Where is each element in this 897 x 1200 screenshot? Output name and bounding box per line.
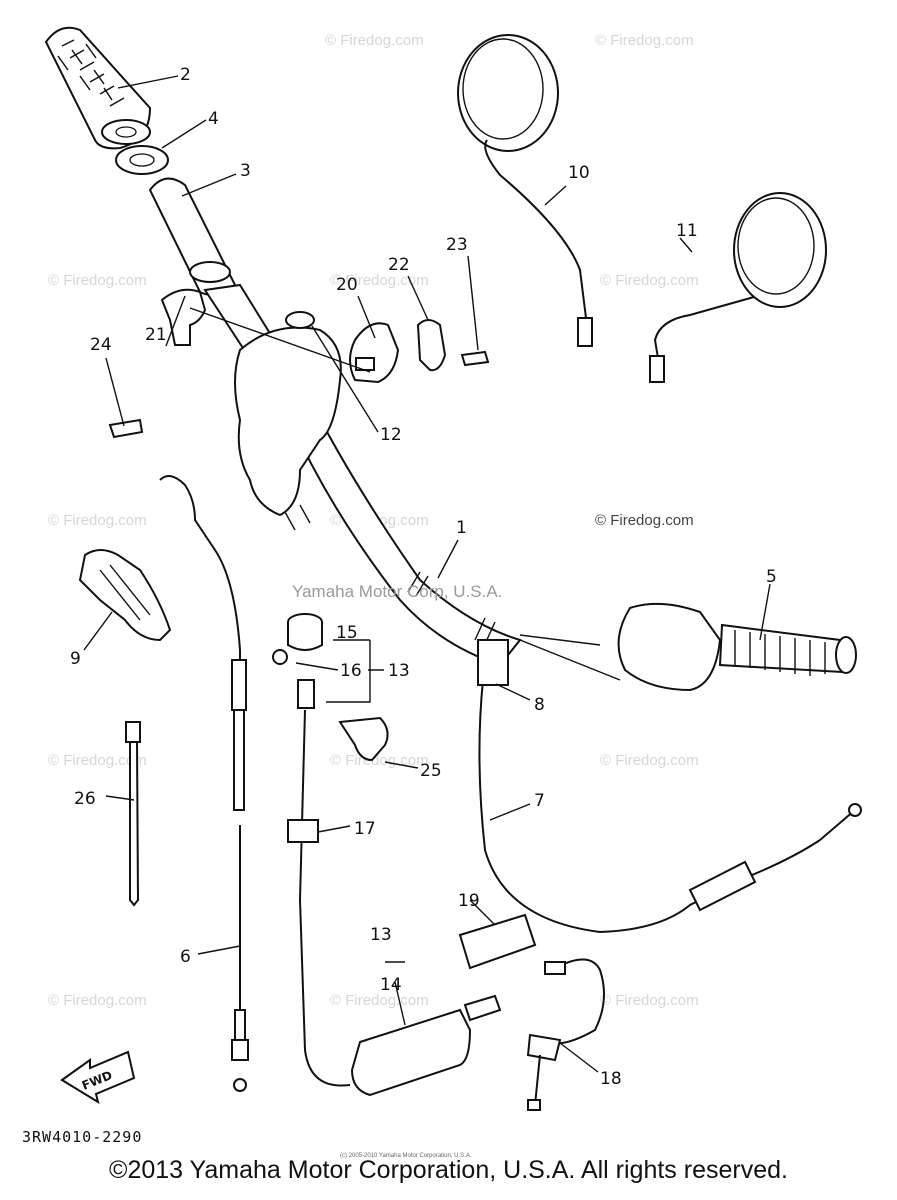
mirrors <box>457 34 827 383</box>
callout-25: 25 <box>420 761 442 781</box>
callout-1: 1 <box>456 518 467 538</box>
callout-3: 3 <box>240 161 251 181</box>
callout-7: 7 <box>534 791 545 811</box>
copyright-notice: ©2013 Yamaha Motor Corporation, U.S.A. A… <box>109 1156 788 1184</box>
callout-15: 15 <box>336 623 358 643</box>
right-control <box>78 549 172 642</box>
watermark: © Firedog.com <box>600 272 699 289</box>
watermark: © Firedog.com <box>325 32 424 49</box>
callouts: 1 2 3 4 5 6 7 8 9 10 11 12 13 13 14 15 1… <box>70 65 777 1089</box>
callout-26: 26 <box>74 789 96 809</box>
watermark: © Firedog.com <box>330 992 429 1009</box>
choke-cable <box>272 613 502 1097</box>
callout-18: 18 <box>600 1069 622 1089</box>
switch-wire <box>458 913 605 1111</box>
left-grip <box>44 26 152 150</box>
tiny-copyright: (c) 2005-2010 Yamaha Motor Corporation, … <box>340 1153 472 1159</box>
callout-17: 17 <box>354 819 376 839</box>
callout-5: 5 <box>766 567 777 587</box>
left-switch <box>234 311 342 531</box>
forward-arrow: FWD <box>60 1050 136 1105</box>
callout-12: 12 <box>380 425 402 445</box>
callout-11: 11 <box>676 221 698 241</box>
diagram-code: 3RW4010-2290 <box>22 1128 143 1146</box>
clutch-cable <box>477 639 862 934</box>
callout-23: 23 <box>446 235 468 255</box>
callout-14: 14 <box>380 975 402 995</box>
watermark-dark: © Firedog.com <box>595 512 694 529</box>
callout-13: 13 <box>388 661 410 681</box>
watermark: © Firedog.com <box>600 992 699 1009</box>
watermark: © Firedog.com <box>595 32 694 49</box>
callout-20: 20 <box>336 275 358 295</box>
watermark: © Firedog.com <box>48 272 147 289</box>
center-watermark: Yamaha Motor Corp, U.S.A. <box>292 582 503 601</box>
callout-21: 21 <box>145 325 167 345</box>
watermark: © Firedog.com <box>330 272 429 289</box>
watermark: © Firedog.com <box>48 512 147 529</box>
watermark: © Firedog.com <box>48 992 147 1009</box>
callout-19: 19 <box>458 891 480 911</box>
callout-6: 6 <box>180 947 191 967</box>
watermark: © Firedog.com <box>600 752 699 769</box>
throttle-cable <box>159 475 249 1092</box>
callout-8: 8 <box>534 695 545 715</box>
lever-bracket-parts <box>108 288 490 439</box>
callout-16: 16 <box>340 661 362 681</box>
callout-4: 4 <box>208 109 219 129</box>
callout-2: 2 <box>180 65 191 85</box>
callout-24: 24 <box>90 335 112 355</box>
callout-10: 10 <box>568 163 590 183</box>
right-grip <box>519 602 857 692</box>
callout-9: 9 <box>70 649 81 669</box>
callout-13: 13 <box>370 925 392 945</box>
callout-22: 22 <box>388 255 410 275</box>
watermark: © Firedog.com <box>48 752 147 769</box>
watermark: © Firedog.com <box>330 752 429 769</box>
leader-lines <box>83 75 771 1073</box>
cable-tie <box>125 721 141 907</box>
washer <box>115 145 169 175</box>
